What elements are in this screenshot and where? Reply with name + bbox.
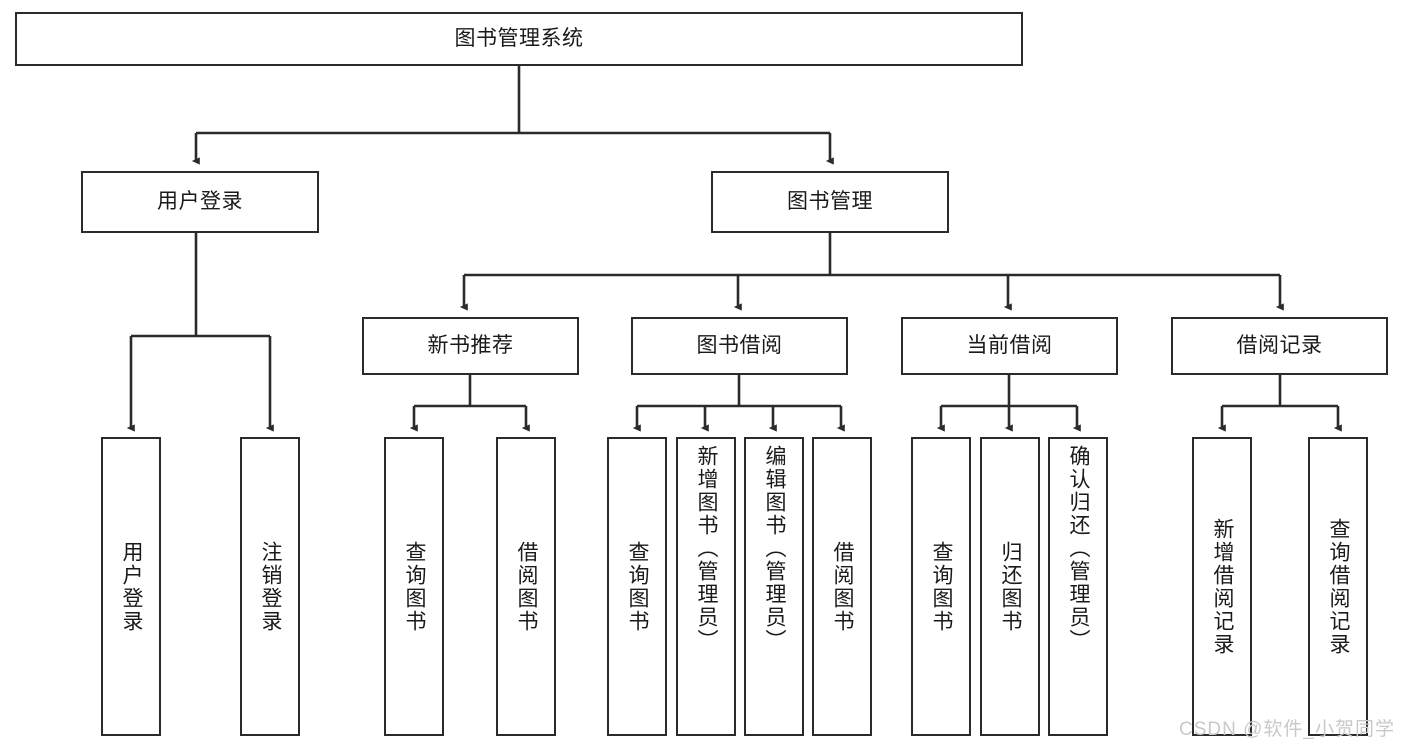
leaf-confirm-return[interactable]: 确认归还（管理员） [1048, 437, 1108, 736]
leaf-add-record-label: 新增借阅记录 [1211, 517, 1235, 656]
leaf-borrow-book-1-label: 借阅图书 [515, 540, 539, 633]
node-book-manage[interactable]: 图书管理 [711, 171, 949, 233]
node-root-system[interactable]: 图书管理系统 [15, 12, 1023, 66]
leaf-add-book[interactable]: 新增图书（管理员） [676, 437, 736, 736]
node-root-label: 图书管理系统 [454, 26, 584, 50]
leaf-borrow-book-2-label: 借阅图书 [831, 540, 855, 633]
leaf-user-login-label: 用户登录 [120, 540, 144, 633]
node-current-borrow-label: 当前借阅 [966, 333, 1053, 357]
leaf-query-book-1[interactable]: 查询图书 [384, 437, 444, 736]
leaf-query-record-label: 查询借阅记录 [1327, 517, 1351, 656]
leaf-user-logout[interactable]: 注销登录 [240, 437, 300, 736]
node-user-login[interactable]: 用户登录 [81, 171, 319, 233]
csdn-watermark: CSDN @软件_小贺同学 [1179, 719, 1395, 740]
leaf-user-logout-label: 注销登录 [259, 540, 283, 633]
leaf-return-book-label: 归还图书 [999, 540, 1023, 633]
node-book-borrow[interactable]: 图书借阅 [631, 317, 848, 375]
node-book-borrow-label: 图书借阅 [696, 333, 783, 357]
node-borrow-record-label: 借阅记录 [1236, 333, 1323, 357]
leaf-borrow-book-1[interactable]: 借阅图书 [496, 437, 556, 736]
leaf-return-book[interactable]: 归还图书 [980, 437, 1040, 736]
node-new-book-recommend[interactable]: 新书推荐 [362, 317, 579, 375]
leaf-query-book-3[interactable]: 查询图书 [911, 437, 971, 736]
node-current-borrow[interactable]: 当前借阅 [901, 317, 1118, 375]
leaf-edit-book[interactable]: 编辑图书（管理员） [744, 437, 804, 736]
leaf-confirm-return-label: 确认归还（管理员） [1067, 445, 1091, 652]
leaf-query-book-3-label: 查询图书 [930, 540, 954, 633]
leaf-borrow-book-2[interactable]: 借阅图书 [812, 437, 872, 736]
node-book-manage-label: 图书管理 [787, 189, 873, 213]
node-user-login-label: 用户登录 [157, 189, 243, 213]
leaf-query-book-1-label: 查询图书 [403, 540, 427, 633]
leaf-query-record[interactable]: 查询借阅记录 [1308, 437, 1368, 736]
node-new-book-recommend-label: 新书推荐 [427, 333, 514, 357]
leaf-user-login[interactable]: 用户登录 [101, 437, 161, 736]
leaf-add-record[interactable]: 新增借阅记录 [1192, 437, 1252, 736]
leaf-query-book-2-label: 查询图书 [626, 540, 650, 633]
node-borrow-record[interactable]: 借阅记录 [1171, 317, 1388, 375]
leaf-edit-book-label: 编辑图书（管理员） [763, 445, 787, 652]
leaf-add-book-label: 新增图书（管理员） [695, 445, 719, 652]
leaf-query-book-2[interactable]: 查询图书 [607, 437, 667, 736]
